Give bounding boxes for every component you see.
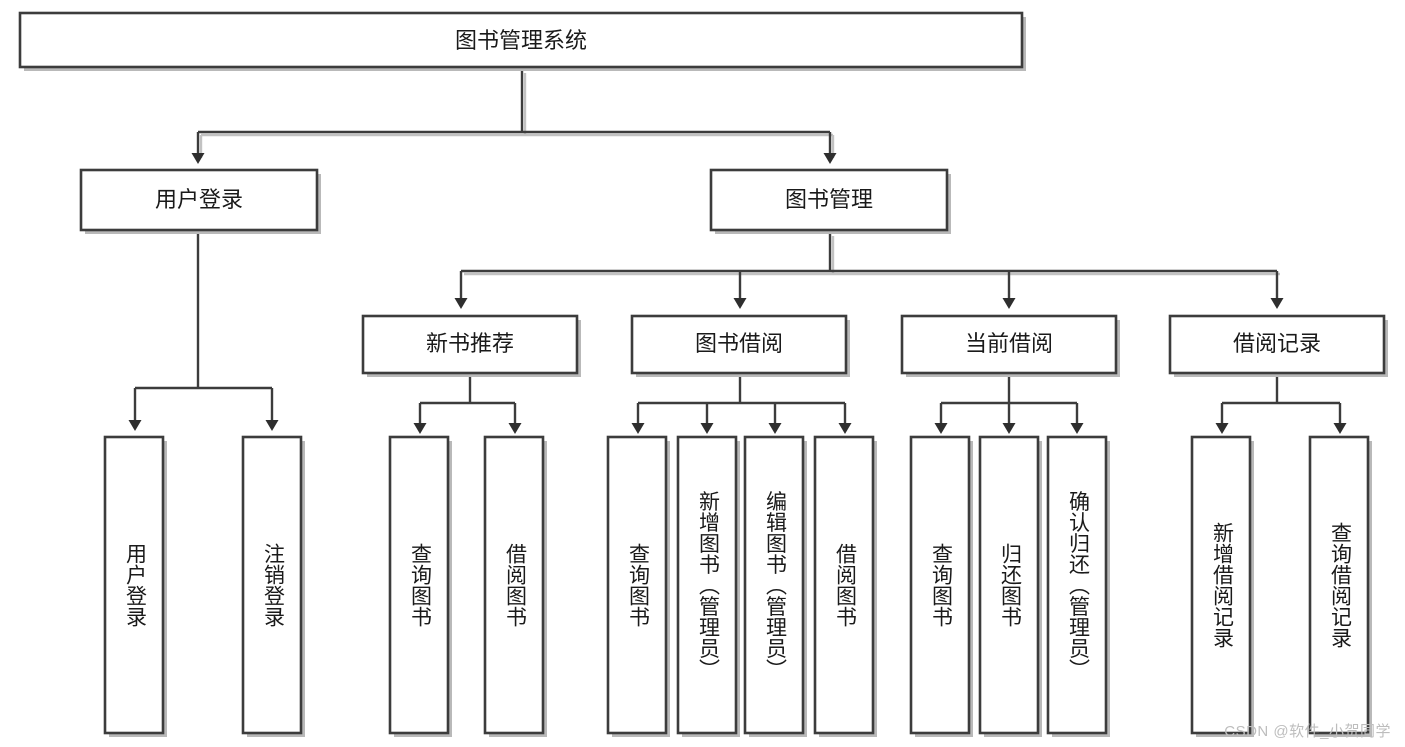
leaf-user-login-label: 用户登录 xyxy=(123,543,147,627)
connector-currentborrow-to-leaves xyxy=(934,376,1084,434)
new-book-rec-label: 新书推荐 xyxy=(426,331,514,356)
leaf-user-login-box xyxy=(103,435,165,735)
book-borrow-label: 图书借阅 xyxy=(695,331,783,356)
connector-userlogin-to-leaves xyxy=(128,233,279,431)
node-root[interactable]: 图书管理系统 xyxy=(18,11,1026,71)
root-label: 图书管理系统 xyxy=(455,28,587,53)
leaf-query-book-2-box xyxy=(606,435,668,735)
node-borrow-record[interactable]: 借阅记录 xyxy=(1168,314,1388,377)
node-leaf-query-book-1[interactable]: 查询图书 xyxy=(388,435,452,737)
node-leaf-return-book[interactable]: 归还图书 xyxy=(978,435,1042,737)
node-leaf-add-record[interactable]: 新增借阅记录 xyxy=(1190,435,1254,737)
leaf-borrow-book-2-label: 借阅图书 xyxy=(833,543,857,627)
leaf-add-book-label: 新增图书（管理员） xyxy=(696,491,720,680)
leaf-add-record-box xyxy=(1190,435,1252,735)
book-manage-box xyxy=(709,168,949,232)
leaf-confirm-return-label: 确认归还（管理员） xyxy=(1066,491,1090,680)
leaf-add-record-label: 新增借阅记录 xyxy=(1210,522,1234,648)
leaf-confirm-return-box xyxy=(1046,435,1108,735)
root-box xyxy=(18,11,1024,69)
node-leaf-confirm-return[interactable]: 确认归还（管理员） xyxy=(1046,435,1110,737)
connector-bookborrow-to-leaves xyxy=(631,376,852,434)
current-borrow-box xyxy=(900,314,1118,375)
node-book-manage[interactable]: 图书管理 xyxy=(709,168,951,234)
borrow-record-label: 借阅记录 xyxy=(1233,331,1321,356)
node-user-login[interactable]: 用户登录 xyxy=(79,168,321,234)
book-borrow-box xyxy=(630,314,848,375)
node-leaf-borrow-book-1[interactable]: 借阅图书 xyxy=(483,435,547,737)
node-current-borrow[interactable]: 当前借阅 xyxy=(900,314,1120,377)
current-borrow-label: 当前借阅 xyxy=(965,331,1053,356)
connector-borrowrecord-to-leaves xyxy=(1215,376,1347,434)
connector-root-to-level2 xyxy=(191,69,837,164)
leaf-query-book-2-label: 查询图书 xyxy=(626,543,650,627)
leaf-query-book-1-box xyxy=(388,435,450,735)
node-leaf-edit-book[interactable]: 编辑图书（管理员） xyxy=(743,435,807,737)
leaf-query-book-1-label: 查询图书 xyxy=(408,543,432,627)
user-login-label: 用户登录 xyxy=(155,187,243,212)
node-leaf-logout[interactable]: 注销登录 xyxy=(241,435,305,737)
node-leaf-query-book-3[interactable]: 查询图书 xyxy=(909,435,973,737)
leaf-add-book-box xyxy=(676,435,738,735)
leaf-edit-book-label: 编辑图书（管理员） xyxy=(763,491,787,680)
leaf-return-book-box xyxy=(978,435,1040,735)
connectors xyxy=(128,69,1347,434)
watermark-text: CSDN @软件_小贺同学 xyxy=(1224,723,1391,740)
leaf-borrow-book-1-label: 借阅图书 xyxy=(503,543,527,627)
new-book-rec-box xyxy=(361,314,579,375)
user-login-box xyxy=(79,168,319,232)
leaf-edit-book-box xyxy=(743,435,805,735)
borrow-record-box xyxy=(1168,314,1386,375)
node-leaf-query-record[interactable]: 查询借阅记录 xyxy=(1308,435,1372,737)
leaf-query-book-3-box xyxy=(909,435,971,735)
connector-bookmanage-to-level3 xyxy=(454,233,1284,309)
leaf-query-book-3-label: 查询图书 xyxy=(929,543,953,627)
node-leaf-borrow-book-2[interactable]: 借阅图书 xyxy=(813,435,877,737)
node-leaf-query-book-2[interactable]: 查询图书 xyxy=(606,435,670,737)
node-new-book-rec[interactable]: 新书推荐 xyxy=(361,314,581,377)
leaf-query-record-box xyxy=(1308,435,1370,735)
leaf-logout-box xyxy=(241,435,303,735)
book-manage-label: 图书管理 xyxy=(785,187,873,212)
node-book-borrow[interactable]: 图书借阅 xyxy=(630,314,850,377)
connector-newbook-to-leaves xyxy=(413,376,522,434)
node-leaf-add-book[interactable]: 新增图书（管理员） xyxy=(676,435,740,737)
leaf-logout-label: 注销登录 xyxy=(261,543,285,627)
node-leaf-user-login[interactable]: 用户登录 xyxy=(103,435,167,737)
leaf-return-book-label: 归还图书 xyxy=(998,543,1022,627)
leaf-borrow-book-1-box xyxy=(483,435,545,735)
leaf-query-record-label: 查询借阅记录 xyxy=(1328,522,1352,648)
leaf-borrow-book-2-box xyxy=(813,435,875,735)
